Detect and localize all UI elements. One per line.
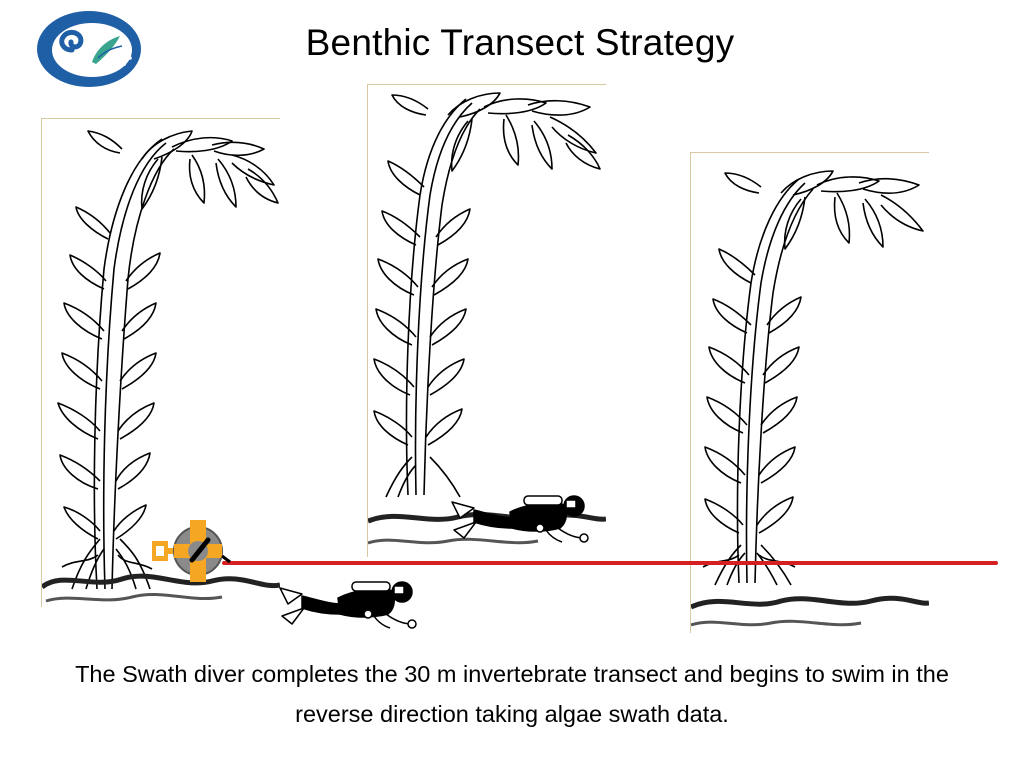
kelp-panel-left: [41, 118, 280, 607]
slide-title: Benthic Transect Strategy: [305, 22, 735, 63]
kelp-plant-icon: [368, 92, 606, 545]
transect-reel-icon: [152, 520, 236, 582]
transect-line: [222, 561, 998, 565]
kelp-panel-middle: [367, 84, 606, 557]
kelp-plant-icon: [691, 170, 929, 627]
kelp-panel-right: [690, 152, 929, 633]
swath-diver-lower-icon: [278, 574, 420, 630]
kelp-plant-icon: [42, 130, 280, 603]
swath-diver-upper-icon: [450, 488, 592, 544]
slide-caption: The Swath diver completes the 30 m inver…: [75, 661, 949, 727]
organization-logo: [36, 10, 142, 88]
